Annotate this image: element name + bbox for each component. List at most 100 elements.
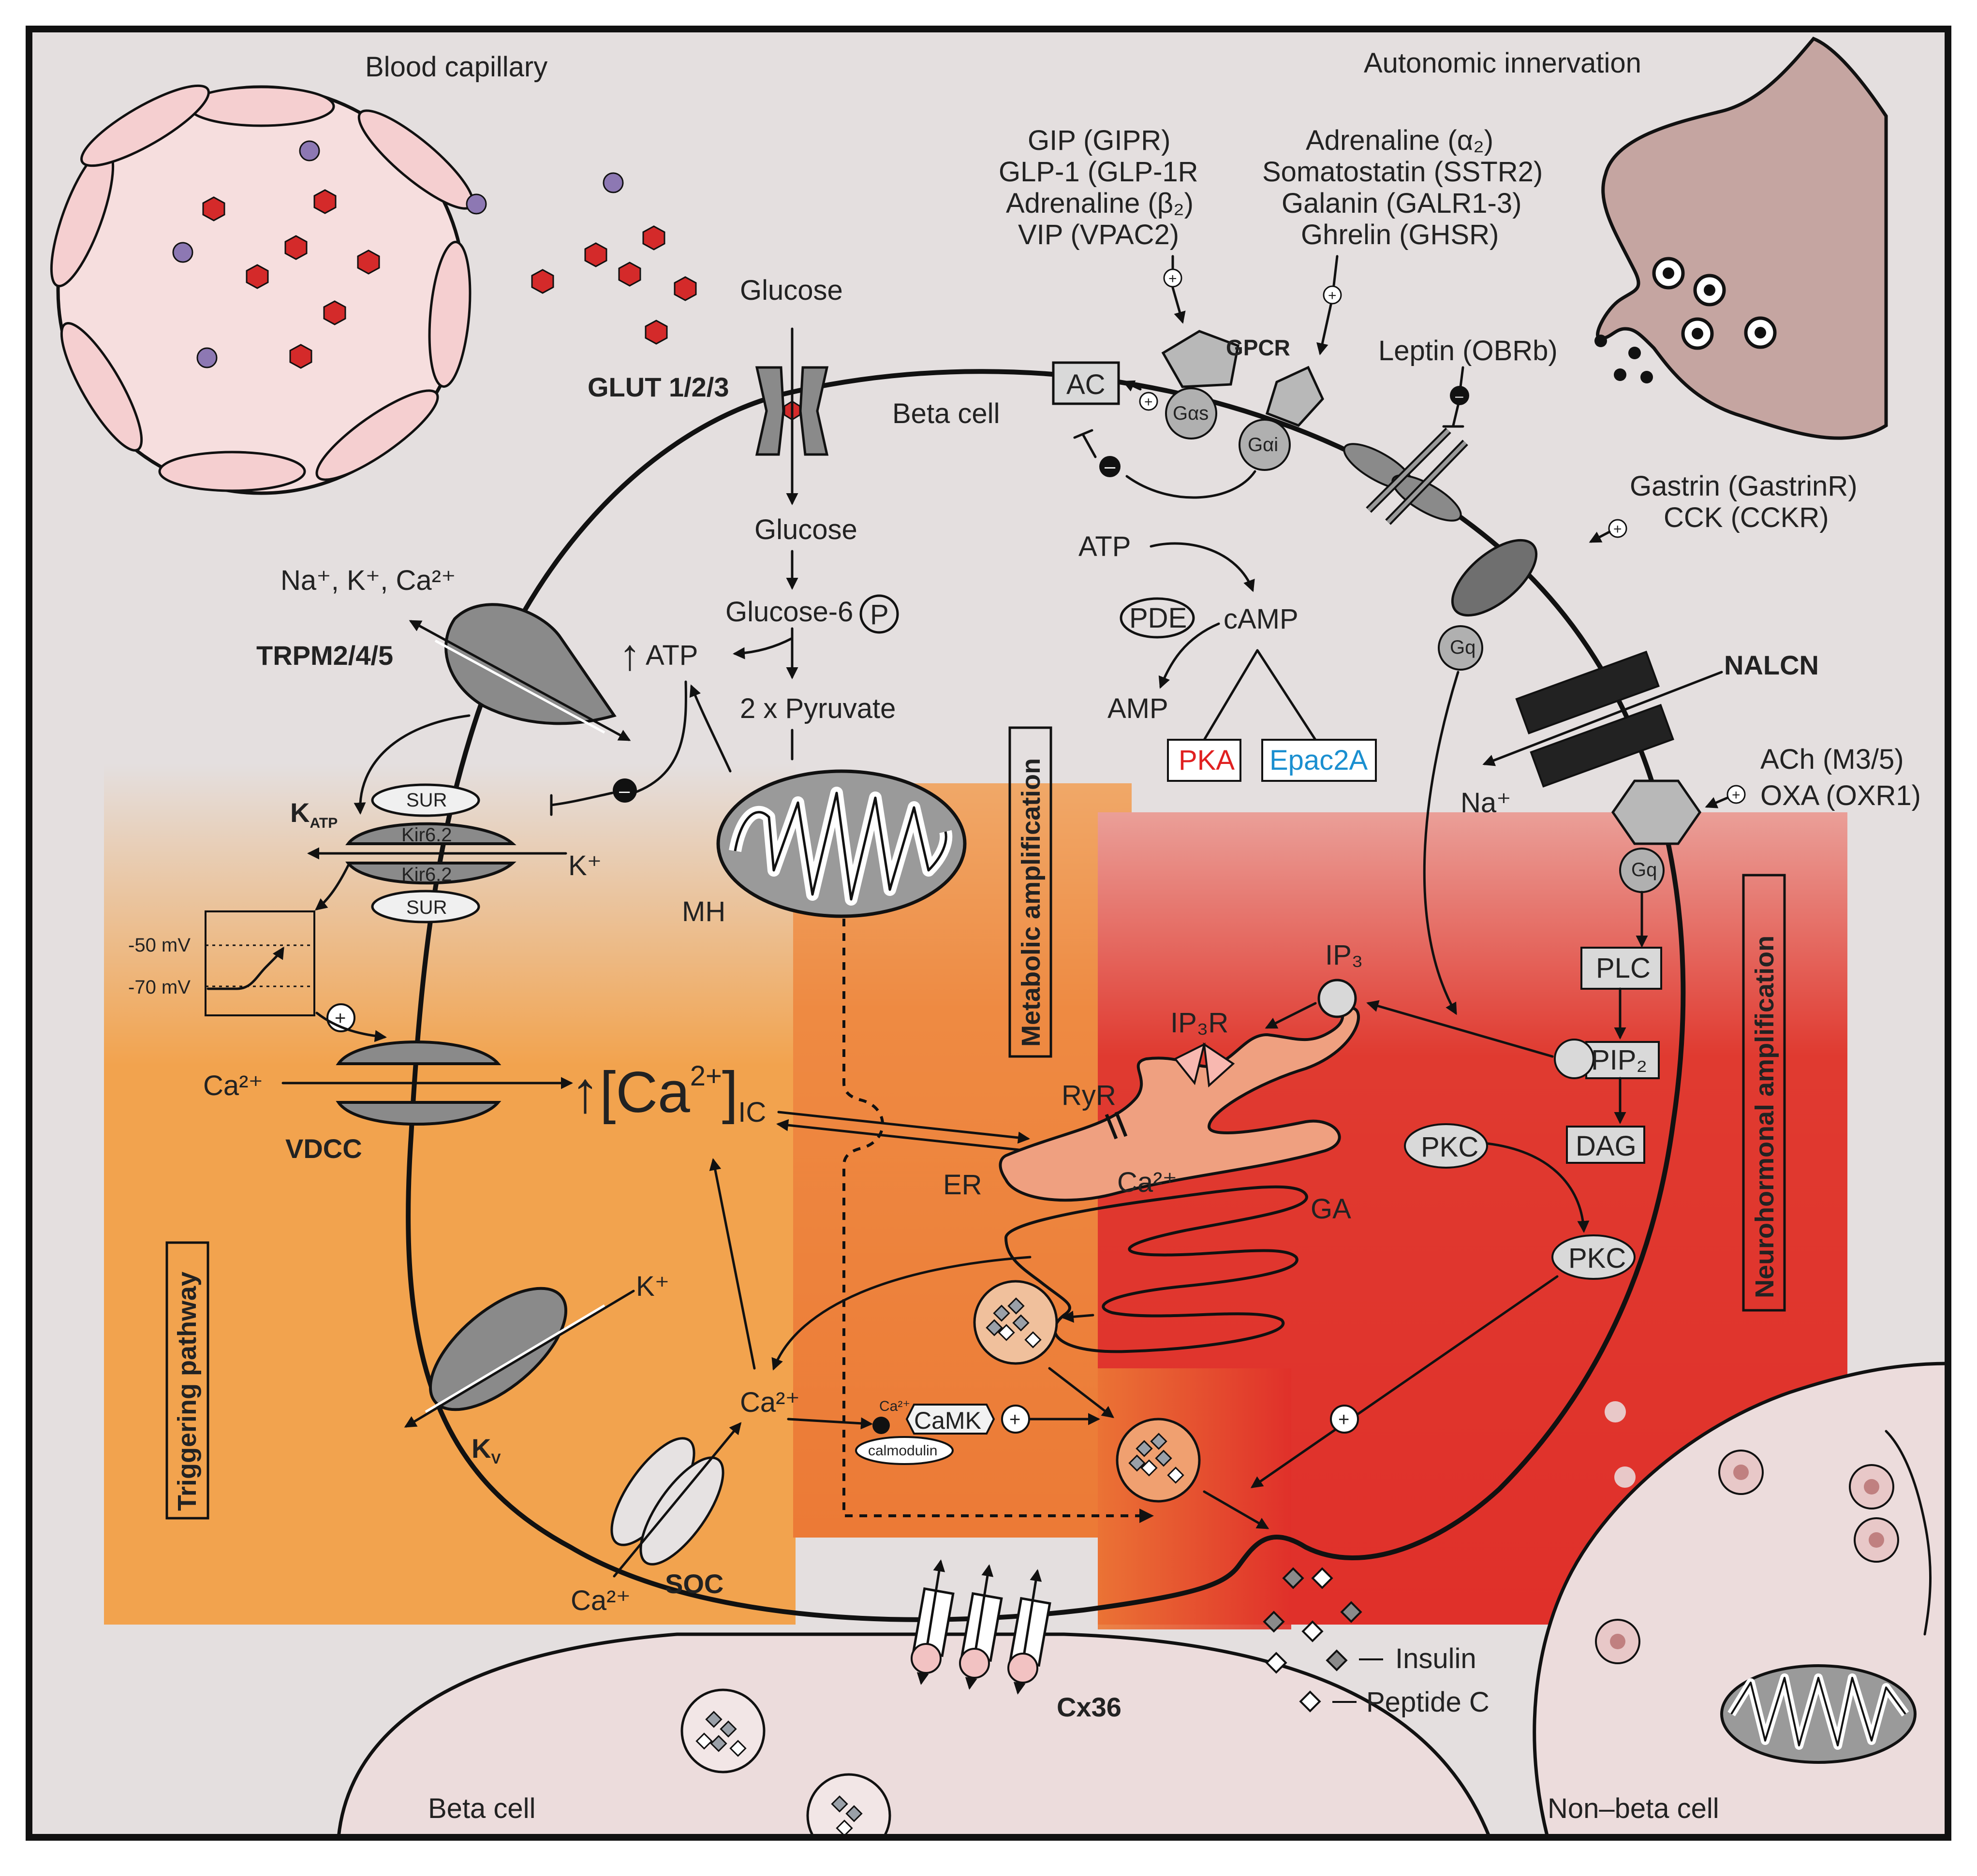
- gq-ligand-bottom-2: OXA (OXR1): [1760, 780, 1921, 811]
- calcium-ic-label: [Ca2+]IC: [600, 1060, 766, 1128]
- kv-channel: [404, 1287, 635, 1428]
- pde-label: PDE: [1129, 602, 1187, 634]
- svg-text:+: +: [335, 1008, 346, 1029]
- sur-label-top: SUR: [406, 790, 447, 811]
- gastrin-plus-sign: [1608, 519, 1627, 538]
- nalcn-label: NALCN: [1724, 650, 1819, 680]
- glut-label: GLUT 1/2/3: [588, 372, 729, 402]
- amp-label: AMP: [1107, 693, 1168, 724]
- phosphate-label: P: [870, 599, 889, 630]
- gs-ligand-2: GLP-1 (GLP-1R: [999, 156, 1198, 188]
- soc-channel: [610, 1422, 742, 1578]
- pkc-active: [1551, 1234, 1636, 1280]
- nalcn-channel: [1482, 650, 1723, 788]
- ryr-channel: [1105, 1111, 1128, 1140]
- er-ca-label: Ca²⁺: [1117, 1167, 1177, 1198]
- soc-ca-label: Ca²⁺: [571, 1585, 631, 1616]
- insulin-label: Insulin: [1395, 1643, 1476, 1674]
- non-beta-cell-label: Non–beta cell: [1548, 1793, 1719, 1824]
- trpm-ions-label: Na⁺, K⁺, Ca²⁺: [280, 565, 456, 596]
- ac-plus-sign: [1139, 392, 1158, 411]
- pip2-label: PIP₂: [1591, 1044, 1647, 1076]
- endoplasmic-reticulum: [999, 1006, 1360, 1202]
- glucose-intracellular-label: Glucose: [754, 514, 857, 545]
- autonomic-neuron: [1594, 36, 1888, 440]
- gi-plus-sign: [1323, 285, 1342, 305]
- calcium-up-arrow: ↑: [571, 1060, 600, 1125]
- ach-plus-sign: [1726, 785, 1746, 804]
- gpcr-gs-receptor: [1161, 330, 1239, 388]
- beta-cell-membrane: [406, 369, 1686, 1622]
- ga-label: GA: [1311, 1193, 1351, 1225]
- atp-camp-label: ATP: [1078, 531, 1131, 562]
- kv-k-ion-label: K⁺: [636, 1271, 669, 1302]
- inhibition-sign: [613, 778, 637, 803]
- svg-text:–: –: [1105, 456, 1116, 477]
- blood-capillary: [50, 84, 474, 495]
- peptide-c-label: Peptide C: [1366, 1686, 1490, 1718]
- trpm-label: TRPM2/4/5: [256, 640, 393, 671]
- dag-box: [1566, 1126, 1645, 1164]
- released-insulin: [1263, 1567, 1362, 1713]
- trpm-channel: [409, 603, 631, 741]
- secretory-granule: [806, 1773, 891, 1837]
- ip3r-channel: [1173, 1042, 1235, 1088]
- kv-label: KV: [472, 1433, 501, 1467]
- frame-border: [26, 26, 1951, 1841]
- svg-text:–: –: [619, 780, 630, 802]
- gastrin-receptor: [1451, 539, 1538, 617]
- cx36-label: Cx36: [1057, 1692, 1121, 1722]
- gpcr-label: GPCR: [1226, 335, 1290, 360]
- svg-text:+: +: [1144, 394, 1153, 410]
- gas-subunit: [1165, 387, 1217, 440]
- golgi-apparatus: [1004, 1185, 1308, 1353]
- autonomic-innervation-label: Autonomic innervation: [1364, 47, 1641, 79]
- insulin-granule: [1116, 1418, 1201, 1503]
- glucose-extracellular-label: Glucose: [740, 275, 843, 306]
- gi-inhibition-sign: [1099, 456, 1121, 477]
- phosphate-circle: [859, 594, 899, 634]
- camk-complex: [855, 1404, 995, 1465]
- leptin-inhibition-sign: [1450, 386, 1469, 405]
- svg-text:Triggering pathway: Triggering pathway: [173, 1272, 202, 1511]
- neurohormonal-amplification-label: Neurohormonal amplification: [1742, 874, 1786, 1312]
- katp-channel: [307, 783, 567, 923]
- adenylyl-cyclase: [1052, 361, 1120, 405]
- local-ca-label: Ca²⁺: [740, 1387, 800, 1418]
- epac-label: Epac2A: [1269, 745, 1368, 776]
- gi-ligand-3: Galanin (GALR1-3): [1282, 188, 1521, 219]
- ion-particles: [172, 140, 624, 368]
- vdcc-label: VDCC: [285, 1133, 362, 1164]
- camk-label: CaMK: [914, 1407, 981, 1434]
- svg-text:+: +: [1338, 1409, 1349, 1430]
- svg-text:Metabolic amplification: Metabolic amplification: [1017, 758, 1046, 1047]
- glut-transporter: [755, 327, 829, 505]
- pkc-label: PKC: [1421, 1131, 1478, 1163]
- pka-box: [1167, 739, 1241, 782]
- gai-subunit: [1239, 419, 1291, 471]
- kir-label-bottom: Kir6.2: [401, 864, 452, 885]
- svg-text:–: –: [1455, 388, 1463, 404]
- gs-ligand-4: VIP (VPAC2): [1018, 219, 1179, 250]
- pkc-active-label: PKC: [1568, 1243, 1626, 1274]
- insulin-granule: [973, 1280, 1058, 1365]
- ryr-label: RyR: [1062, 1080, 1116, 1111]
- non-beta-cell: Non–beta cell: [1533, 1362, 1948, 1837]
- camp-label: cAMP: [1224, 603, 1298, 635]
- gas-label: Gαs: [1173, 403, 1209, 424]
- kir-label-top: Kir6.2: [401, 824, 452, 846]
- svg-text:+: +: [1328, 288, 1337, 304]
- neighbor-beta-cell-label: Beta cell: [428, 1793, 535, 1824]
- neighbor-beta-cell: Beta cell: [337, 1632, 1491, 1837]
- ip3-molecule: [1317, 979, 1357, 1018]
- pde-enzyme: [1120, 597, 1195, 639]
- gai-label: Gαi: [1248, 434, 1278, 455]
- leptin-receptor: [1343, 427, 1468, 525]
- vdcc-ca-label: Ca²⁺: [203, 1070, 263, 1101]
- gq-ligand-bottom-1: ACh (M3/5): [1760, 744, 1904, 775]
- mitochondrion-non-beta: [1720, 1664, 1917, 1764]
- ip3r-label: IP₃R: [1170, 1007, 1228, 1039]
- gq-top-label: Gq: [1450, 637, 1475, 658]
- svg-text:+: +: [1613, 521, 1622, 537]
